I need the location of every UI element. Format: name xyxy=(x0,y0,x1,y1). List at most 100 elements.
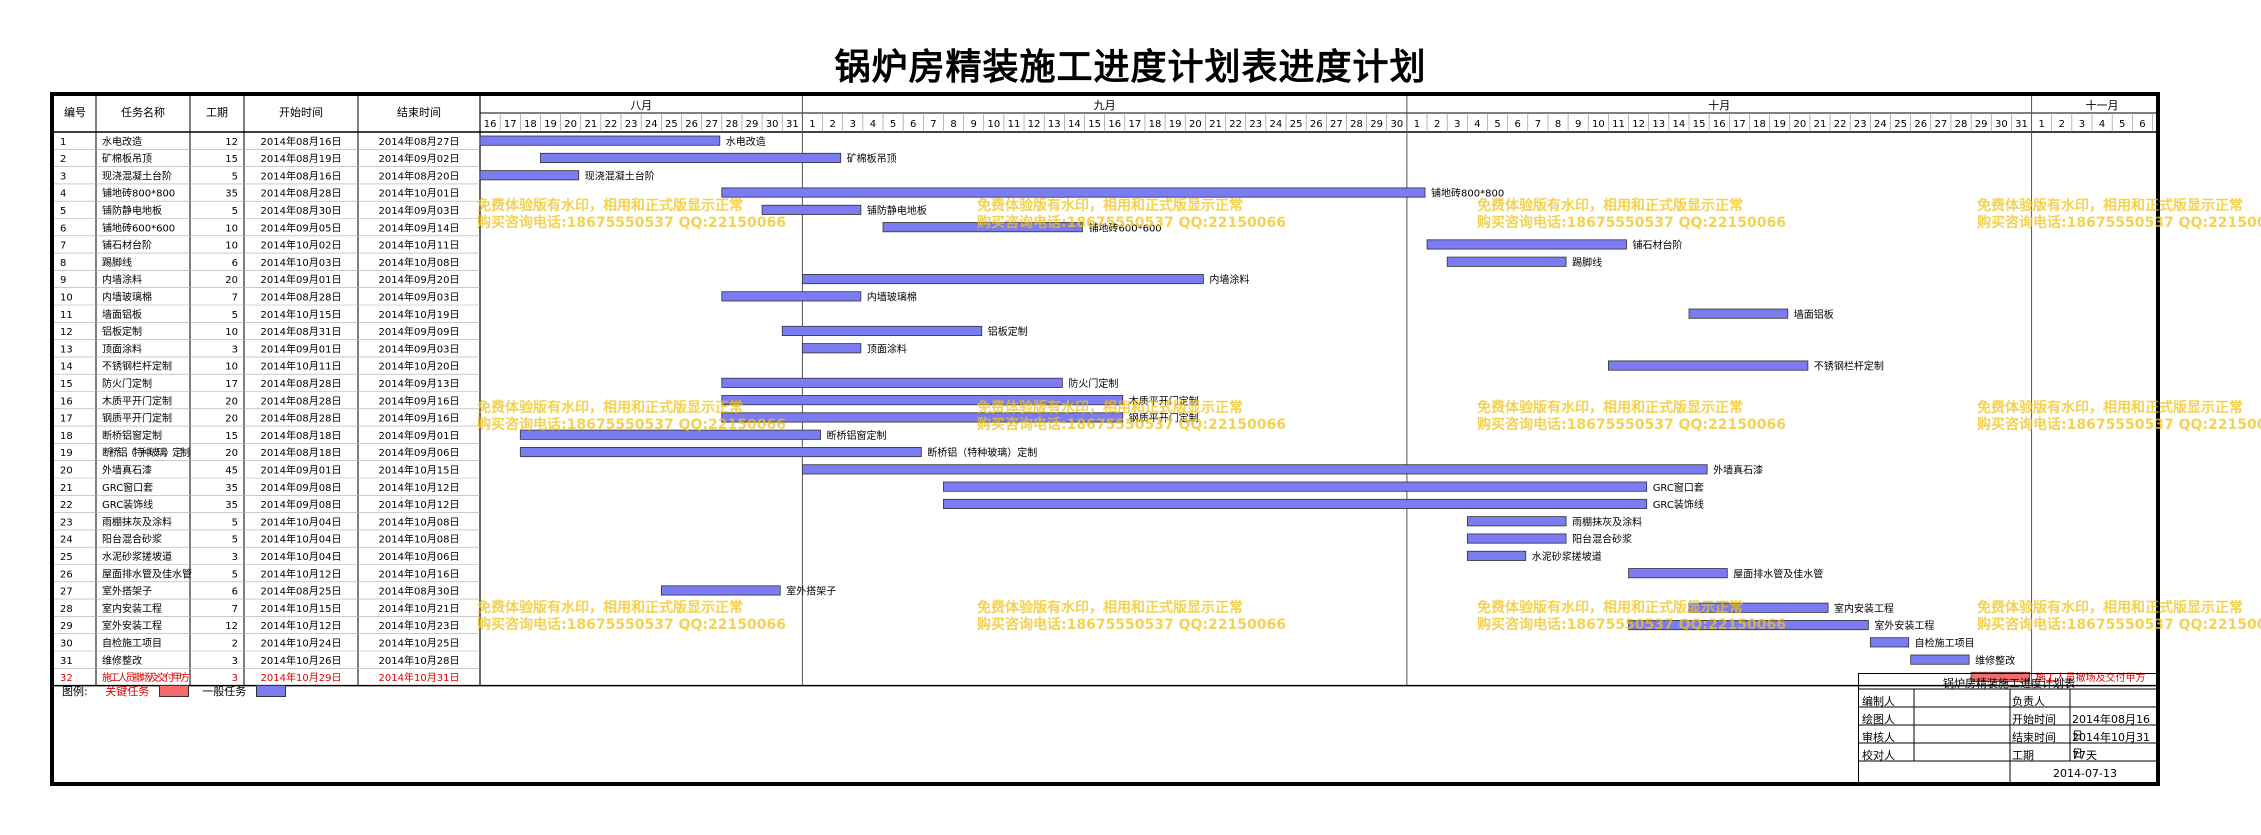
cell-start: 2014年08月28日 xyxy=(261,412,342,425)
cell-duration: 5 xyxy=(232,310,238,321)
day-label: 18 xyxy=(1753,119,1766,130)
day-label: 31 xyxy=(2015,119,2028,130)
cell-end: 2014年09月01日 xyxy=(379,429,460,442)
day-label: 22 xyxy=(1834,119,1847,130)
cell-end: 2014年09月03日 xyxy=(379,291,460,304)
day-label: 10 xyxy=(987,119,1000,130)
cell-no: 16 xyxy=(60,396,73,407)
task-bar xyxy=(721,291,862,302)
day-label: 19 xyxy=(544,119,557,130)
day-label: 28 xyxy=(1955,119,1968,130)
cell-end: 2014年09月03日 xyxy=(379,204,460,217)
day-label: 30 xyxy=(1995,119,2008,130)
cell-no: 27 xyxy=(60,587,73,598)
cell-start: 2014年10月04日 xyxy=(261,550,342,563)
day-label: 23 xyxy=(1854,119,1867,130)
footer-cell-l2: 工期 xyxy=(2012,749,2034,762)
cell-no: 15 xyxy=(60,379,73,390)
task-bar xyxy=(761,204,862,215)
cell-start: 2014年08月31日 xyxy=(261,325,342,338)
day-label: 26 xyxy=(685,119,698,130)
column-header-start: 开始时间 xyxy=(279,105,323,119)
cell-end: 2014年10月06日 xyxy=(379,550,460,563)
task-bar xyxy=(943,481,1648,492)
cell-duration: 45 xyxy=(225,466,238,477)
task-bar-label: 外墙真石漆 xyxy=(1713,464,1763,477)
cell-end: 2014年10月23日 xyxy=(379,619,460,632)
cell-no: 2 xyxy=(60,154,66,165)
task-bar-label: 雨棚抹灰及涂料 xyxy=(1572,515,1642,528)
task-bar xyxy=(1466,550,1527,561)
cell-name: 矿棉板吊顶 xyxy=(102,152,152,165)
task-bar-label: 顶面涂料 xyxy=(867,342,907,355)
cell-start: 2014年08月28日 xyxy=(261,291,342,304)
cell-duration: 3 xyxy=(232,552,238,563)
footer-cell-v2: 2014年08月16日 xyxy=(2072,713,2150,742)
cell-no: 30 xyxy=(60,639,73,650)
cell-name: GRC装饰线 xyxy=(102,498,153,511)
cell-start: 2014年09月05日 xyxy=(261,221,342,234)
cell-start: 2014年08月19日 xyxy=(261,152,342,165)
day-label: 14 xyxy=(1068,119,1081,130)
day-label: 21 xyxy=(584,119,597,130)
cell-start: 2014年08月16日 xyxy=(261,169,342,182)
cell-no: 24 xyxy=(60,535,73,546)
cell-duration: 7 xyxy=(232,293,238,304)
cell-start: 2014年09月01日 xyxy=(261,464,342,477)
day-label: 28 xyxy=(726,119,739,130)
legend-normal-swatch xyxy=(255,685,286,697)
task-bar-label: 阳台混合砂浆 xyxy=(1572,533,1632,546)
month-label: 九月 xyxy=(1094,99,1116,112)
task-bar-label: 木质平开门定制 xyxy=(1129,394,1199,407)
cell-duration: 35 xyxy=(225,500,238,511)
day-label: 7 xyxy=(930,119,936,130)
cell-start: 2014年10月02日 xyxy=(261,239,342,252)
cell-name: 现浇混凝土台阶 xyxy=(102,169,172,182)
footer-cell-l1: 校对人 xyxy=(1862,749,1895,762)
day-label: 21 xyxy=(1209,119,1222,130)
task-bar-label: 内墙玻璃棉 xyxy=(867,291,917,304)
footer-cell-v2: 2014年10月31日 xyxy=(2072,731,2150,760)
day-label: 4 xyxy=(870,119,876,130)
cell-name: 钢质平开门定制 xyxy=(102,412,172,425)
day-label: 17 xyxy=(1733,119,1746,130)
day-label: 13 xyxy=(1048,119,1061,130)
page-title: 锅炉房精装施工进度计划表进度计划 xyxy=(834,46,1427,88)
task-bar-label: 水电改造 xyxy=(726,135,766,148)
day-label: 13 xyxy=(1652,119,1665,130)
cell-duration: 12 xyxy=(225,137,238,148)
cell-end: 2014年09月09日 xyxy=(379,325,460,338)
cell-end: 2014年10月01日 xyxy=(379,187,460,200)
cell-start: 2014年09月08日 xyxy=(261,498,342,511)
day-label: 6 xyxy=(910,119,916,130)
cell-name: 雨棚抹灰及涂料 xyxy=(102,515,172,528)
day-label: 5 xyxy=(890,119,896,130)
task-bar xyxy=(721,395,1124,406)
cell-duration: 10 xyxy=(225,327,238,338)
task-bar-label: 铺石材台阶 xyxy=(1633,239,1683,252)
footer-grid xyxy=(1858,673,2160,786)
footer-cell-l1: 编制人 xyxy=(1862,695,1895,708)
day-label: 7 xyxy=(1535,119,1541,130)
column-header-duration: 工期 xyxy=(206,106,228,119)
task-bar xyxy=(1426,239,1627,250)
cell-name: GRC窗口套 xyxy=(102,481,153,494)
cell-end: 2014年08月30日 xyxy=(379,585,460,598)
cell-duration: 5 xyxy=(232,535,238,546)
cell-no: 14 xyxy=(60,362,73,373)
legend-critical-swatch xyxy=(158,685,189,697)
task-bar-label: 矿棉板吊顶 xyxy=(847,152,897,165)
day-label: 24 xyxy=(1270,119,1283,130)
task-bar xyxy=(1628,620,1869,631)
cell-end: 2014年10月31日 xyxy=(379,671,460,684)
day-label: 8 xyxy=(950,119,956,130)
cell-name: 墙面铝板 xyxy=(102,308,142,321)
cell-start: 2014年08月30日 xyxy=(261,204,342,217)
task-bar xyxy=(1970,671,2030,682)
day-label: 15 xyxy=(1088,119,1101,130)
cell-duration: 10 xyxy=(225,362,238,373)
cell-duration: 17 xyxy=(225,379,238,390)
column-header-no: 编号 xyxy=(64,105,86,119)
footer-date: 2014-07-13 xyxy=(2053,767,2117,780)
cell-end: 2014年10月11日 xyxy=(379,239,460,252)
